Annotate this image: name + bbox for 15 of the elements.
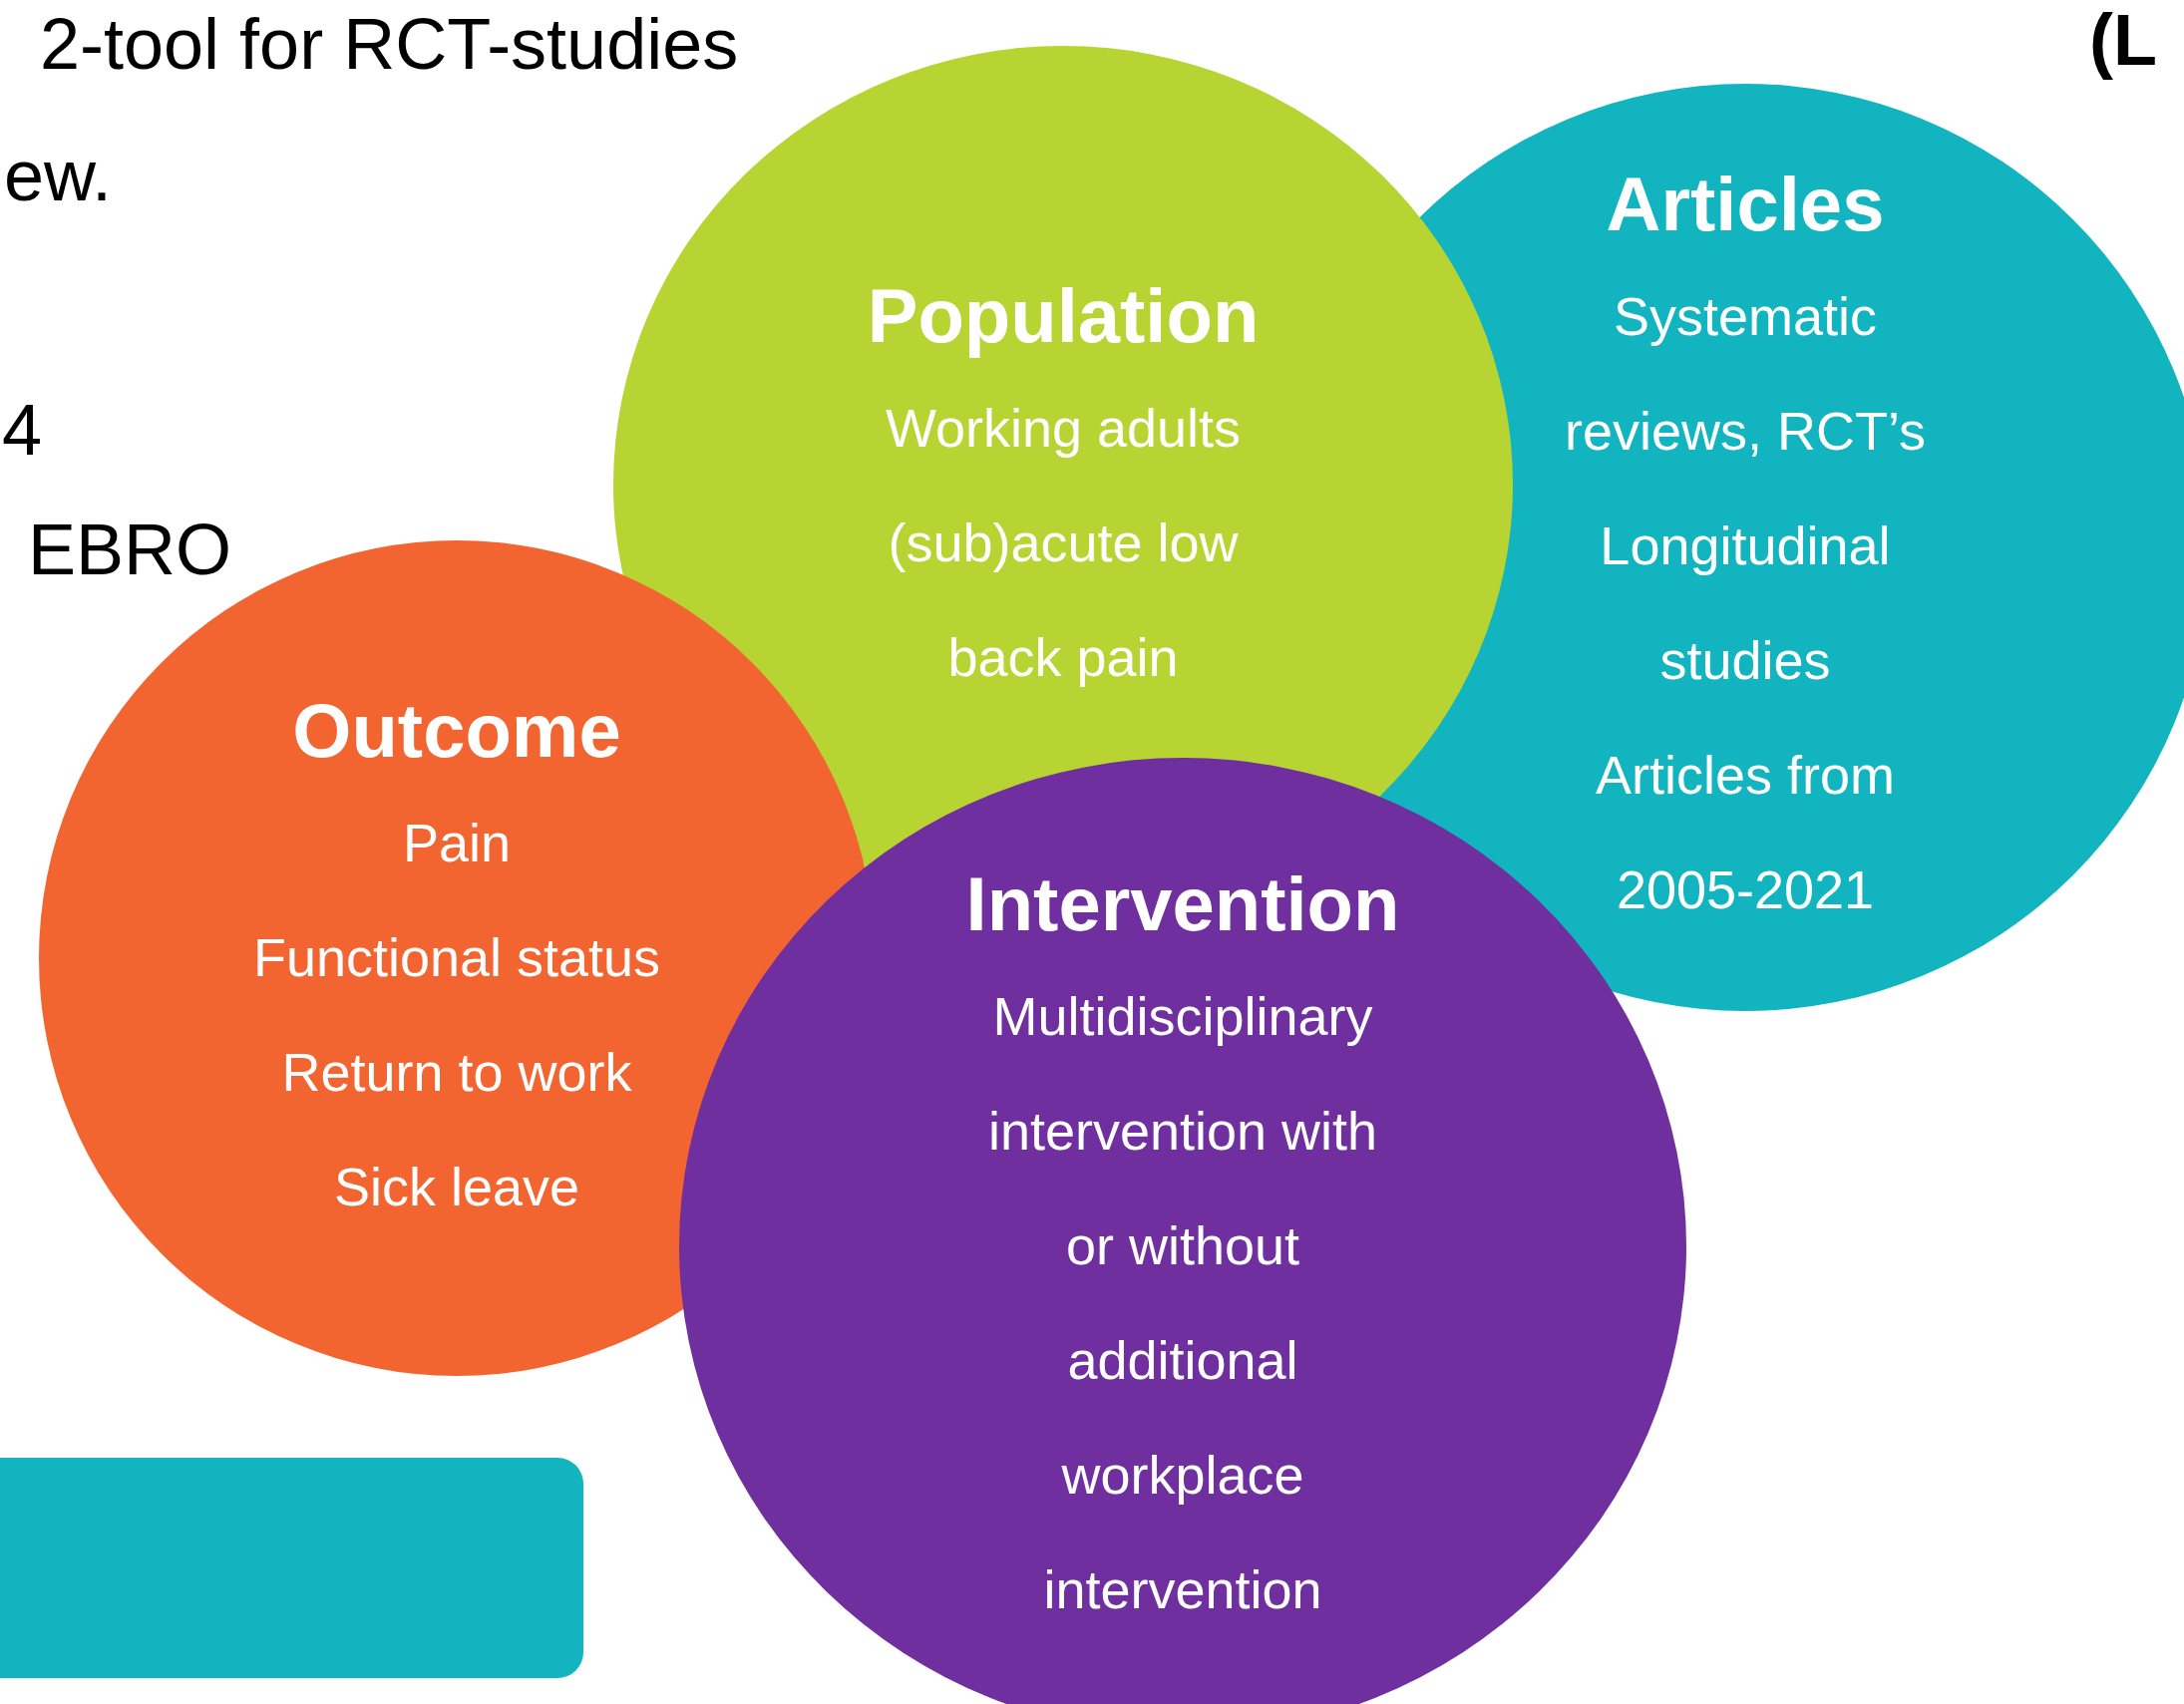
note-text: 4 [2, 394, 43, 466]
body-text: Multidisciplinary intervention with or without additional workplace intervention [986, 985, 1379, 1622]
body-text: Functional status Return to work Sick leave [251, 926, 662, 1219]
body-text: Longitudinal studies [1599, 514, 1892, 693]
heading: Articles [1606, 161, 1885, 248]
note-text: ew. [4, 140, 113, 211]
heading: Population [867, 272, 1260, 360]
heading: Intervention [965, 860, 1400, 948]
body-text: Pain [402, 812, 512, 875]
body-text: Working adults (sub)acute low back pain [884, 397, 1243, 690]
note-text: EBRO [28, 513, 232, 585]
body-text: Systematic reviews, RCT’s [1563, 285, 1928, 464]
heading: Outcome [292, 687, 621, 775]
body-text: Articles from 2005-2021 [1594, 744, 1896, 922]
note-text: 2-tool for RCT-studies [40, 8, 739, 80]
